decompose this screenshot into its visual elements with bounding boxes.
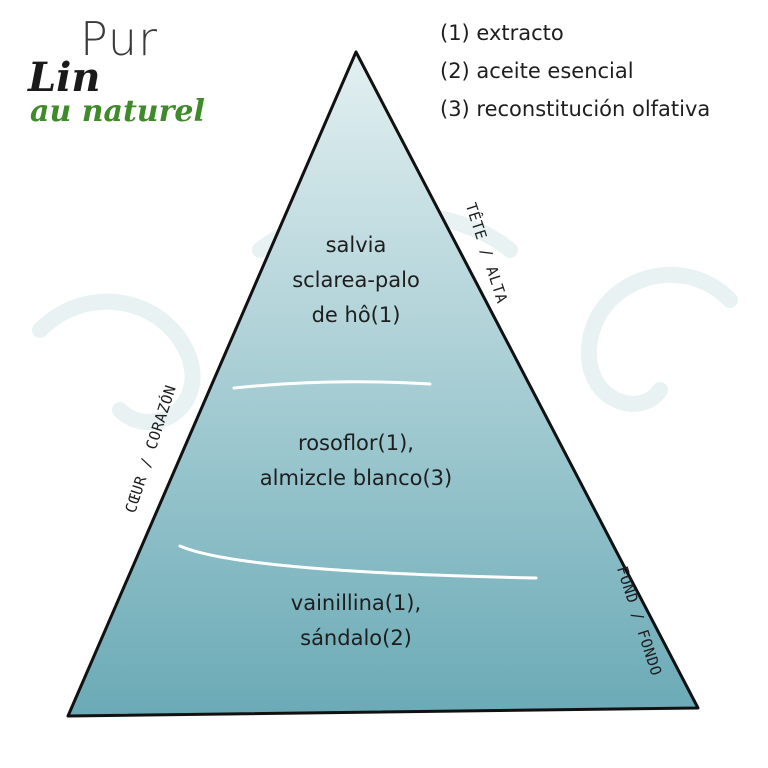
tier-heart-notes: rosoflor(1), almizcle blanco(3) bbox=[226, 426, 486, 496]
tier-separator-bottom bbox=[178, 544, 538, 580]
tier-separator-top bbox=[232, 380, 432, 390]
tier-line: vainillina(1), bbox=[290, 591, 422, 615]
legend-item: (3) reconstitución olfativa bbox=[440, 97, 711, 121]
tier-line: de hô(1) bbox=[311, 303, 401, 327]
tier-line: rosoflor(1), bbox=[298, 431, 414, 455]
tier-base-notes: vainillina(1), sándalo(2) bbox=[246, 586, 466, 656]
brand-logo: Pur Lin au naturel bbox=[28, 8, 258, 138]
logo-text-lin: Lin bbox=[28, 54, 101, 101]
pyramid-body bbox=[66, 50, 700, 718]
tier-line: salvia bbox=[325, 233, 387, 257]
logo-text-pur: Pur bbox=[80, 12, 158, 66]
legend-item: (1) extracto bbox=[440, 21, 564, 45]
legend-item: (2) aceite esencial bbox=[440, 59, 634, 83]
tier-line: sándalo(2) bbox=[300, 626, 412, 650]
legend: (1) extracto (2) aceite esencial (3) rec… bbox=[440, 14, 710, 128]
tier-line: almizcle blanco(3) bbox=[259, 466, 453, 490]
logo-text-natural: au naturel bbox=[30, 94, 205, 129]
tier-line: sclarea-palo bbox=[292, 268, 420, 292]
tier-top-notes: salvia sclarea-palo de hô(1) bbox=[256, 228, 456, 333]
